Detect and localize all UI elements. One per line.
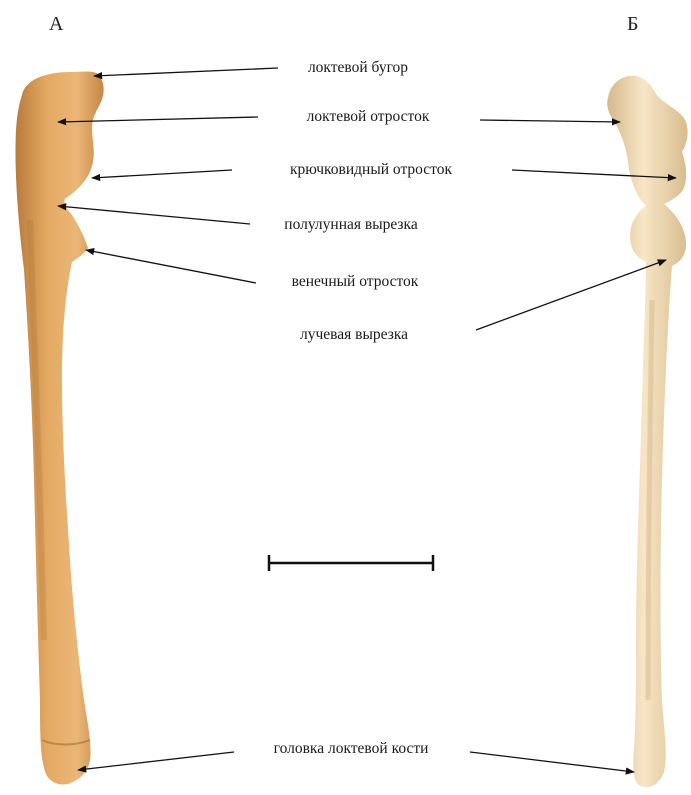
leader-head-a [78,752,234,770]
leader-radial-notch [476,260,666,330]
label-olecranon-tuber: локтевой бугор [308,59,408,77]
panel-letter-b: Б [627,13,638,36]
leader-hooked-a [92,170,232,178]
leader-head-b [470,752,634,772]
label-olecranon: локтевой отросток [307,108,430,126]
label-hooked-process: крючковидный отросток [290,161,452,179]
leader-olecranon-b [480,120,620,122]
label-radial-notch: лучевая вырезка [300,326,408,344]
label-semilunar-notch: полулунная вырезка [284,216,417,234]
panel-letter-a: А [49,13,63,36]
label-coronoid: венечный отросток [292,273,419,291]
leader-semilunar [58,206,250,224]
ulna-a [15,72,103,785]
leader-coronoid [86,250,256,283]
scale-bar [269,555,433,571]
leader-olecranon-tuber [94,68,278,76]
label-ulna-head: головка локтевой кости [274,740,429,758]
